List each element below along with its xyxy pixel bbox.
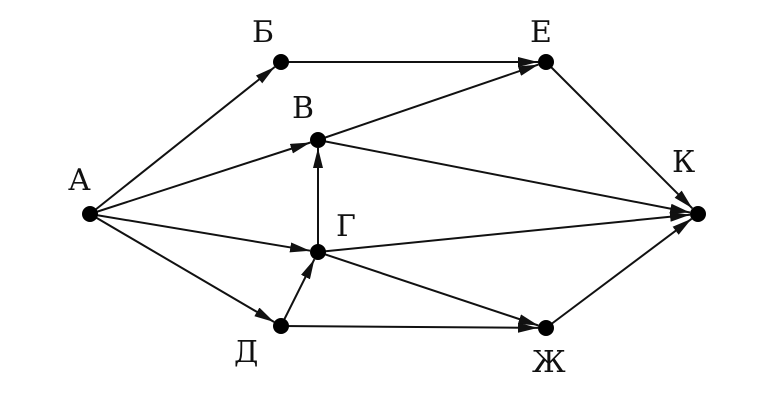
node-label-g: Г	[336, 209, 356, 244]
node-a	[82, 206, 98, 222]
node-v	[310, 132, 326, 148]
edge-a-to-b	[89, 66, 276, 215]
edge-d-to-zh	[280, 322, 539, 333]
node-label-zh: Ж	[532, 345, 566, 380]
edge-d-to-g	[280, 258, 316, 327]
node-label-e: Е	[530, 15, 552, 50]
edge-e-to-k	[545, 61, 694, 210]
node-d	[273, 318, 289, 334]
edge-g-to-zh	[317, 251, 539, 327]
edge-v-to-k	[317, 139, 691, 214]
edge-zh-to-k	[545, 218, 693, 329]
node-g	[310, 244, 326, 260]
edge-a-to-g	[89, 213, 311, 253]
node-label-k: К	[672, 145, 695, 180]
node-e	[538, 54, 554, 70]
edge-a-to-d	[89, 213, 275, 323]
edges-group	[89, 57, 694, 333]
node-b	[273, 54, 289, 70]
edge-g-to-k	[317, 211, 691, 253]
edge-v-to-e	[317, 63, 539, 141]
edge-a-to-v	[89, 141, 311, 215]
node-zh	[538, 320, 554, 336]
node-label-d: Д	[234, 335, 258, 370]
labels-group: А Б В Г Д Е К Ж	[68, 15, 695, 380]
node-label-b: Б	[252, 15, 274, 50]
node-k	[690, 206, 706, 222]
node-label-v: В	[292, 91, 314, 126]
nodes-group	[82, 54, 706, 336]
node-label-a: А	[68, 163, 91, 198]
